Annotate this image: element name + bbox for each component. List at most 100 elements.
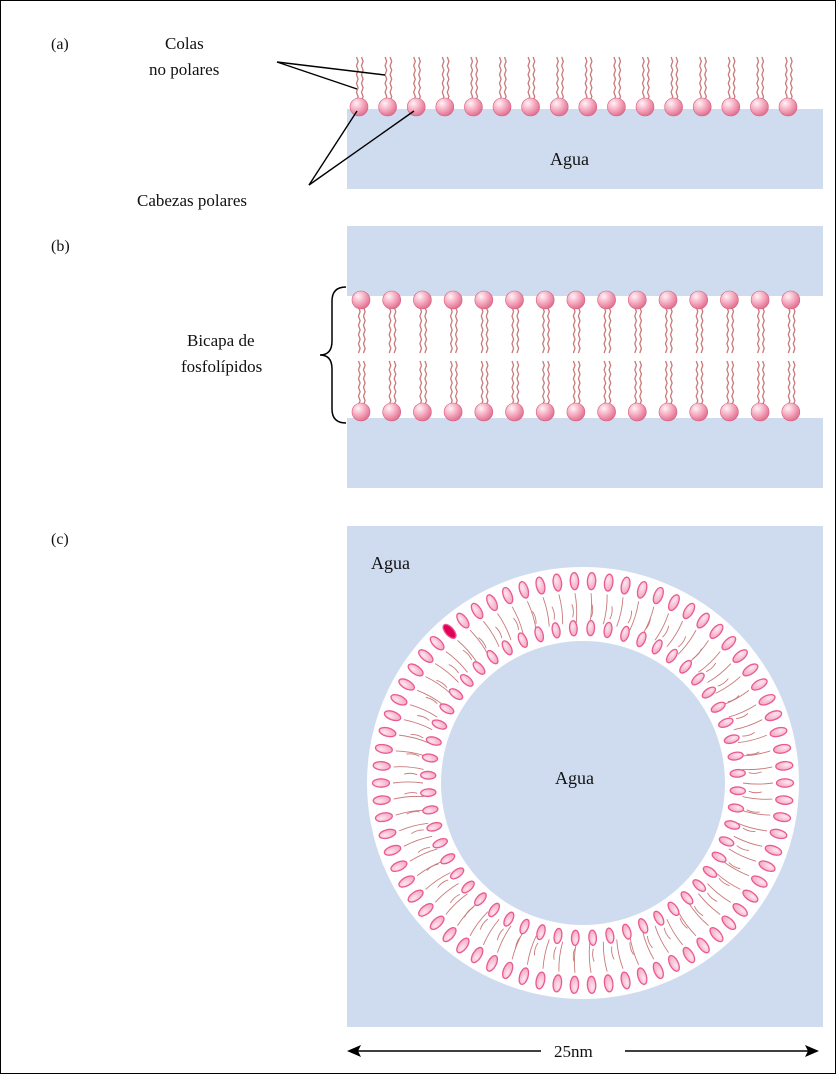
polar-head — [352, 291, 370, 309]
polar-head — [598, 291, 616, 309]
water-label-a: Agua — [550, 149, 589, 169]
panel-b: (b) Bicapa de fosfolípidos — [51, 226, 823, 488]
vesicle-polar-head — [570, 976, 579, 993]
polar-head — [665, 98, 683, 116]
polar-head — [690, 291, 708, 309]
polar-head — [628, 291, 646, 309]
polar-head — [383, 291, 401, 309]
lipid-tail — [700, 57, 702, 101]
polar-head — [690, 403, 708, 421]
lipid-tail — [476, 57, 478, 101]
lipid-tail — [528, 57, 530, 101]
polar-head — [522, 98, 540, 116]
polar-head — [567, 403, 585, 421]
lipid-tail — [500, 57, 502, 101]
lipid-tail — [419, 57, 421, 101]
lipid-tail — [442, 57, 444, 101]
polar-head — [350, 98, 368, 116]
tails-leader-line-2 — [277, 62, 385, 75]
polar-head — [693, 98, 711, 116]
lipid-tail — [619, 57, 621, 101]
panel-c-label: (c) — [51, 531, 69, 548]
lipid-tail — [614, 57, 616, 101]
lipid-tail — [676, 57, 678, 101]
polar-head — [444, 403, 462, 421]
polar-head — [536, 291, 554, 309]
polar-head — [352, 403, 370, 421]
vesicle-polar-head — [587, 620, 595, 636]
bilayer-label-line1: Bicapa de — [187, 331, 255, 350]
vesicle-polar-head — [730, 769, 746, 778]
lipid-tail — [533, 57, 535, 101]
polar-head — [636, 98, 654, 116]
polar-head — [506, 291, 524, 309]
polar-head — [751, 291, 769, 309]
lipid-tail — [390, 57, 392, 101]
lipid-tail — [562, 57, 564, 101]
polar-head — [751, 403, 769, 421]
polar-head — [536, 403, 554, 421]
heads-label: Cabezas polares — [137, 191, 247, 210]
polar-head — [607, 98, 625, 116]
polar-head — [659, 291, 677, 309]
monolayer-tails — [357, 57, 793, 101]
lipid-tail — [590, 57, 592, 101]
lipid-tail — [728, 57, 730, 101]
polar-head — [383, 403, 401, 421]
lipid-tail — [648, 57, 650, 101]
polar-head — [628, 403, 646, 421]
lipid-tail — [505, 57, 507, 101]
vesicle-polar-head — [587, 573, 596, 590]
panel-a: (a) Colas no polares Agua Cabezas polare… — [51, 34, 823, 210]
vesicle-polar-head — [373, 779, 390, 787]
vesicle-polar-head — [420, 771, 436, 779]
polar-head — [782, 403, 800, 421]
lipid-tail — [791, 57, 793, 101]
polar-head — [567, 291, 585, 309]
vesicle-polar-head — [587, 976, 596, 993]
scale-label: 25nm — [554, 1042, 593, 1061]
lipid-tail — [643, 57, 645, 101]
outer-water-label: Agua — [371, 553, 410, 573]
bilayer-label-line2: fosfolípidos — [181, 357, 262, 376]
lipid-tail — [762, 57, 764, 101]
vesicle-polar-head — [730, 787, 746, 795]
vesicle-polar-head — [570, 573, 579, 590]
polar-head — [413, 291, 431, 309]
polar-head — [598, 403, 616, 421]
polar-head — [720, 291, 738, 309]
vesicle-polar-head — [420, 788, 436, 797]
inner-water-label: Agua — [555, 768, 594, 788]
polar-head — [722, 98, 740, 116]
panel-c: (c) Agua Agua 25nm — [51, 526, 823, 1061]
bilayer-bracket-icon — [320, 287, 346, 423]
lipid-tail — [447, 57, 449, 101]
polar-head — [444, 291, 462, 309]
polar-head — [579, 98, 597, 116]
polar-head — [720, 403, 738, 421]
lipid-tail — [705, 57, 707, 101]
lipid-tail — [357, 57, 359, 101]
lipid-tail — [557, 57, 559, 101]
vesicle-polar-head — [571, 930, 579, 946]
polar-head — [506, 403, 524, 421]
tails-leader-line-1 — [277, 62, 357, 89]
polar-head — [782, 291, 800, 309]
lipid-tail — [733, 57, 735, 101]
panel-a-label: (a) — [51, 36, 69, 53]
polar-head — [550, 98, 568, 116]
panel-b-label: (b) — [51, 238, 70, 255]
lipid-tail — [757, 57, 759, 101]
polar-head — [379, 98, 397, 116]
polar-head — [464, 98, 482, 116]
polar-head — [413, 403, 431, 421]
vesicle-polar-head — [569, 620, 578, 636]
vesicle-polar-head — [777, 779, 794, 787]
lipid-tail — [786, 57, 788, 101]
polar-head — [475, 291, 493, 309]
panel-b-bilayer-band — [347, 296, 823, 418]
vesicle-polar-head — [588, 930, 597, 946]
polar-head — [779, 98, 797, 116]
